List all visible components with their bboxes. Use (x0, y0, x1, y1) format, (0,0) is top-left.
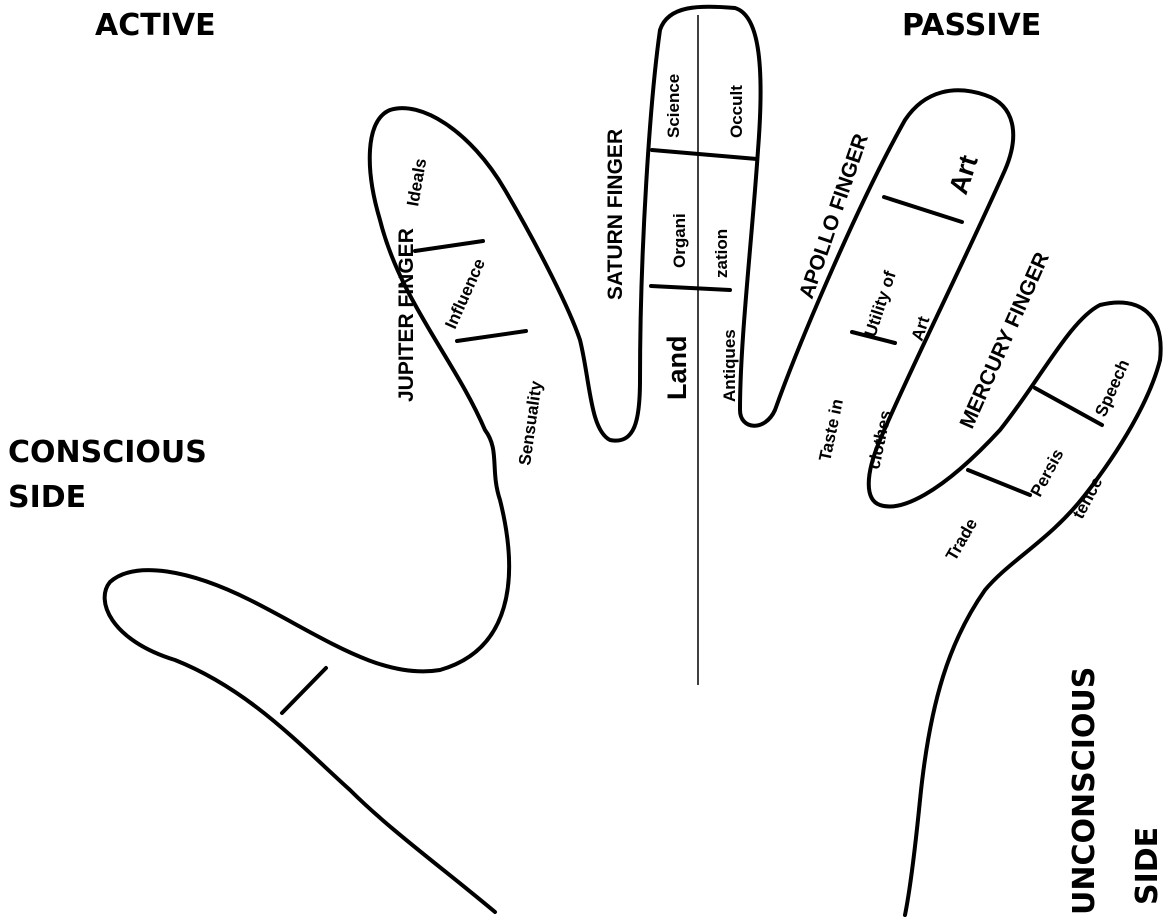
active-label: ACTIVE (95, 8, 216, 43)
saturn-bottom-left-label: Land (662, 336, 692, 401)
saturn-bottom-right-label: Antiques (720, 329, 739, 402)
unconscious-side-label-line2: SIDE (1130, 827, 1165, 905)
mercury-middle-line1-label: Persis (1027, 446, 1068, 500)
mercury-joint-mark-lower (968, 470, 1030, 495)
saturn-joint-mark-lower (651, 286, 730, 290)
conscious-side-label-line1: CONSCIOUS (8, 435, 207, 470)
saturn-top-right-label: Occult (727, 85, 746, 138)
jupiter-finger-label: JUPITER FINGER (395, 228, 418, 402)
apollo-middle-line1-label: Utility of (861, 268, 900, 339)
unconscious-side-label-line1: UNCONSCIOUS (1067, 667, 1102, 915)
mercury-finger-label: MERCURY FINGER (956, 249, 1054, 432)
mercury-middle-line2-label: tence (1069, 474, 1107, 522)
passive-label: PASSIVE (902, 8, 1041, 43)
mercury-bottom-phalanx-label: Trade (942, 515, 981, 564)
jupiter-top-phalanx-label: Ideals (403, 157, 430, 208)
apollo-top-phalanx-label: Art (943, 151, 984, 197)
apollo-bottom-line2-label: clothes (864, 409, 895, 471)
saturn-middle-right-label: zation (712, 229, 731, 278)
apollo-bottom-line1-label: Taste in (815, 397, 847, 463)
jupiter-middle-phalanx-label: Influence (441, 256, 489, 332)
jupiter-joint-mark-lower (457, 331, 526, 341)
apollo-finger-label: APOLLO FINGER (795, 131, 873, 302)
jupiter-joint-mark-upper (415, 241, 483, 251)
apollo-joint-mark-upper (884, 197, 962, 222)
mercury-joint-mark-upper (1035, 388, 1102, 425)
thumb-joint-mark (282, 668, 326, 713)
jupiter-bottom-phalanx-label: Sensuality (515, 379, 546, 466)
mercury-top-phalanx-label: Speech (1091, 357, 1133, 420)
hand-outline (105, 7, 1161, 915)
conscious-side-label-line2: SIDE (8, 480, 86, 515)
saturn-joint-mark-upper (652, 150, 757, 159)
saturn-middle-left-label: Organi (670, 213, 689, 268)
saturn-finger-label: SATURN FINGER (604, 129, 627, 300)
saturn-top-left-label: Science (664, 74, 683, 138)
apollo-middle-line2-label: Art (908, 314, 934, 344)
